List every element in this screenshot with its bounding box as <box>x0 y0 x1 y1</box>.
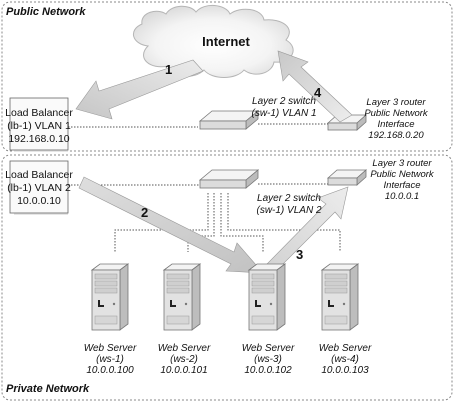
router-private-label: Layer 3 router Public Network Interface … <box>370 158 435 202</box>
lb1-line1: Load Balancer <box>5 107 73 119</box>
svg-text:(ws-1): (ws-1) <box>96 354 124 365</box>
svg-text:Interface: Interface <box>378 119 415 130</box>
arrow-1: 1 <box>75 59 204 120</box>
svg-text:Web Server: Web Server <box>84 343 137 354</box>
switch-vlan2 <box>199 169 259 189</box>
arrow-2: 2 <box>78 176 264 274</box>
lb2-line2: (lb-1) VLAN 2 <box>7 182 71 194</box>
svg-text:(ws-4): (ws-4) <box>331 354 359 365</box>
load-balancer-vlan1: Load Balancer (lb-1) VLAN 1 192.168.0.10 <box>5 97 73 152</box>
svg-text:10.0.0.100: 10.0.0.100 <box>86 365 134 376</box>
switch-vlan1-label: Layer 2 switch (sw-1) VLAN 1 <box>251 96 316 119</box>
server-icon <box>248 263 286 331</box>
svg-text:Layer 2 switch: Layer 2 switch <box>252 96 316 107</box>
router-public-label: Layer 3 router Public Network Interface … <box>364 97 429 141</box>
web-server-4: Web Server (ws-4) 10.0.0.103 <box>319 263 372 376</box>
svg-text:(sw-1) VLAN 1: (sw-1) VLAN 1 <box>251 108 316 119</box>
arrow-4-label: 4 <box>314 85 322 100</box>
server-icon <box>163 263 201 331</box>
svg-text:(ws-3): (ws-3) <box>254 354 282 365</box>
svg-text:Public Network: Public Network <box>364 108 429 119</box>
arrow-2-label: 2 <box>141 205 148 220</box>
arrow-4: 4 <box>277 50 353 123</box>
load-balancer-vlan2: Load Balancer (lb-1) VLAN 2 10.0.0.10 <box>5 160 73 215</box>
arrow-3: 3 <box>266 186 349 273</box>
svg-text:Layer 3 router: Layer 3 router <box>372 158 432 169</box>
public-network-label: Public Network <box>6 6 86 18</box>
lb2-line1: Load Balancer <box>5 169 73 181</box>
private-network-label: Private Network <box>6 383 90 395</box>
svg-text:192.168.0.20: 192.168.0.20 <box>368 130 424 141</box>
svg-text:Layer 3 router: Layer 3 router <box>366 97 426 108</box>
internet-label: Internet <box>202 34 250 49</box>
svg-text:10.0.0.101: 10.0.0.101 <box>160 365 207 376</box>
lb2-line3: 10.0.0.10 <box>17 195 61 207</box>
svg-text:Layer 2 switch: Layer 2 switch <box>257 193 321 204</box>
web-server-3: Web Server (ws-3) 10.0.0.102 <box>242 263 295 376</box>
internet-cloud: Internet <box>133 5 294 78</box>
svg-text:Web Server: Web Server <box>158 343 211 354</box>
lb1-line3: 192.168.0.10 <box>8 133 69 145</box>
svg-text:(ws-2): (ws-2) <box>170 354 198 365</box>
svg-text:10.0.0.102: 10.0.0.102 <box>244 365 292 376</box>
svg-text:Interface: Interface <box>384 180 421 191</box>
server-icon <box>91 263 129 331</box>
arrow-3-label: 3 <box>296 247 303 262</box>
arrow-1-label: 1 <box>165 62 172 77</box>
svg-text:Public Network: Public Network <box>370 169 435 180</box>
svg-text:Web Server: Web Server <box>242 343 295 354</box>
web-server-2: Web Server (ws-2) 10.0.0.101 <box>158 263 211 376</box>
server-icon <box>321 263 359 331</box>
svg-text:Web Server: Web Server <box>319 343 372 354</box>
switch-vlan1 <box>199 110 259 130</box>
svg-text:(sw-1) VLAN 2: (sw-1) VLAN 2 <box>256 205 321 216</box>
switch-vlan2-label: Layer 2 switch (sw-1) VLAN 2 <box>256 193 321 216</box>
svg-text:10.0.0.103: 10.0.0.103 <box>321 365 369 376</box>
lb1-line2: (lb-1) VLAN 1 <box>7 120 71 132</box>
svg-text:10.0.0.1: 10.0.0.1 <box>385 191 419 202</box>
web-server-1: Web Server (ws-1) 10.0.0.100 <box>84 263 137 376</box>
